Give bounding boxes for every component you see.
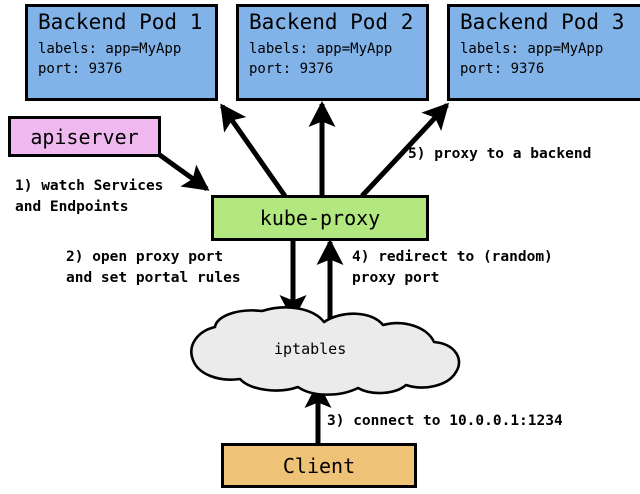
backend-pod-3-box: Backend Pod 3 labels: app=MyApp port: 93…: [447, 4, 640, 101]
apiserver-label: apiserver: [30, 124, 139, 149]
step-2-label: 2) open proxy port and set portal rules: [66, 247, 241, 289]
step-1-line-1: 1) watch Services: [15, 178, 164, 194]
step-4-line-1: 4) redirect to (random): [352, 249, 553, 265]
step-1-line-2: and Endpoints: [15, 199, 129, 215]
step-4-label: 4) redirect to (random) proxy port: [352, 247, 553, 289]
backend-pod-1-title: Backend Pod 1: [38, 10, 203, 34]
step-5-line-1: 5) proxy to a backend: [408, 146, 592, 162]
backend-pod-2-box: Backend Pod 2 labels: app=MyApp port: 93…: [236, 4, 429, 101]
kube-proxy-label: kube-proxy: [259, 206, 381, 230]
backend-pod-3-title: Backend Pod 3: [460, 10, 625, 34]
backend-pod-2-title: Backend Pod 2: [249, 10, 414, 34]
backend-pod-2-port: port: 9376: [249, 61, 334, 77]
step-2-line-2: and set portal rules: [66, 270, 241, 286]
step-5-label: 5) proxy to a backend: [408, 144, 591, 165]
arrow-apiserver-to-kubeproxy: [155, 150, 210, 192]
backend-pod-1-box: Backend Pod 1 labels: app=MyApp port: 93…: [25, 4, 218, 101]
step-2-line-1: 2) open proxy port: [66, 249, 224, 265]
apiserver-box: apiserver: [8, 116, 161, 157]
arrow-kubeproxy-to-pod3: [360, 102, 450, 198]
arrow-kubeproxy-to-pod1: [219, 103, 288, 198]
iptables-cloud: [190, 306, 461, 396]
step-4-line-2: proxy port: [352, 270, 440, 286]
client-box: Client: [221, 443, 417, 488]
backend-pod-2-labels: labels: app=MyApp: [249, 41, 393, 57]
backend-pod-3-port: port: 9376: [460, 61, 545, 77]
step-3-label: 3) connect to 10.0.0.1:1234: [327, 411, 563, 432]
backend-pod-1-port: port: 9376: [38, 61, 123, 77]
backend-pod-1-labels: labels: app=MyApp: [38, 41, 182, 57]
step-1-label: 1) watch Services and Endpoints: [15, 176, 163, 218]
client-label: Client: [282, 453, 356, 478]
step-3-line-1: 3) connect to 10.0.0.1:1234: [327, 413, 563, 429]
kube-proxy-box: kube-proxy: [211, 195, 429, 241]
iptables-label: iptables: [274, 340, 347, 358]
backend-pod-3-labels: labels: app=MyApp: [460, 41, 604, 57]
